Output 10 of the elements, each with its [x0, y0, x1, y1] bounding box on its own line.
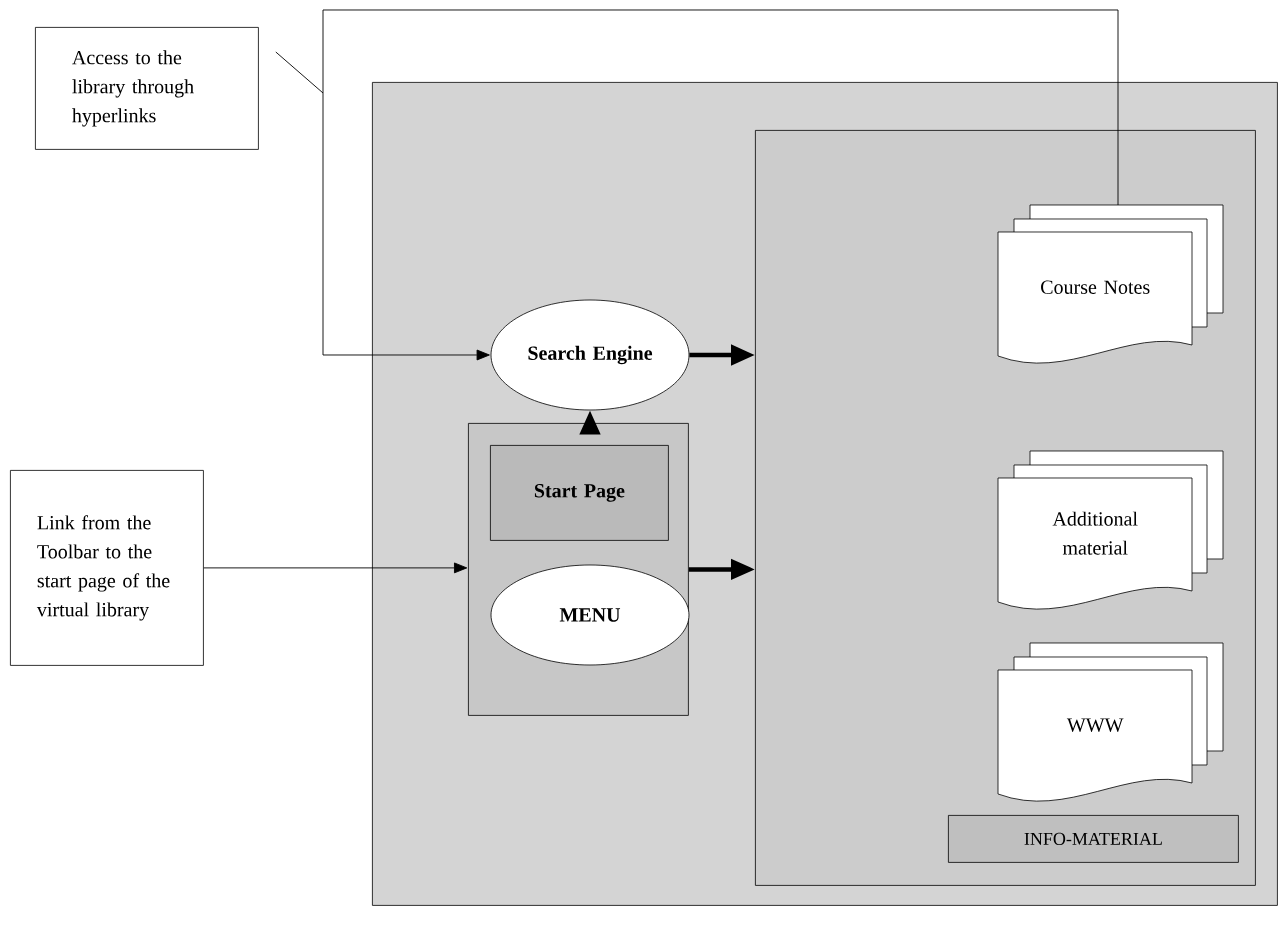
label-box: INFO-MATERIAL	[948, 815, 1239, 863]
page-box: Start Page	[490, 445, 669, 541]
leader-line	[275, 51, 324, 94]
arrow	[203, 562, 468, 574]
arrow	[322, 9, 1119, 361]
document-stack: Additional material	[997, 450, 1224, 610]
callout-box: Access to the library through hyperlinks	[35, 27, 259, 150]
document-stack: Course Notes	[997, 204, 1224, 364]
callout-box: Link from the Toolbar to the start page of the virtual library	[10, 470, 204, 666]
document-stack: WWW	[997, 642, 1224, 802]
